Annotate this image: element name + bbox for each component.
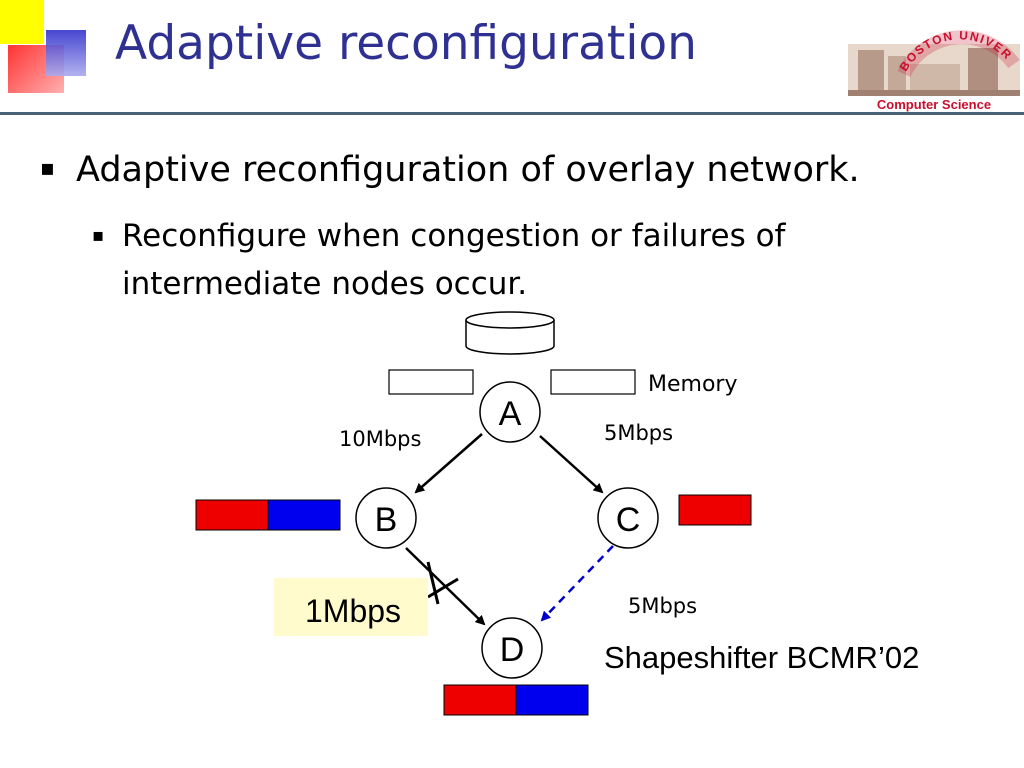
node-b-label: B [375, 501, 398, 539]
data-block-blue [267, 499, 341, 531]
data-block-blue [515, 684, 589, 716]
edge-a-b [414, 433, 483, 494]
edge-label-b-d: 1Mbps [305, 593, 401, 629]
title-divider [0, 112, 1024, 115]
node-b: B [355, 487, 417, 549]
decor-blue-square [46, 30, 86, 76]
data-block-red [443, 684, 517, 716]
slide-title: Adaptive reconfiguration [115, 16, 697, 71]
memory-buffer-right [550, 369, 636, 395]
decor-yellow-square [0, 0, 44, 44]
boston-university-logo: BOSTON UNIVERSITY [848, 4, 1020, 96]
node-a-label: A [499, 395, 522, 433]
node-d-label: D [500, 631, 525, 669]
memory-label: Memory [648, 372, 737, 397]
square-bullet-icon: ▪ [40, 156, 55, 181]
bullet-level-1: ▪ Adaptive reconfiguration of overlay ne… [40, 150, 860, 190]
square-bullet-icon: ▪ [92, 225, 105, 246]
edge-label-a-c: 5Mbps [604, 421, 673, 445]
node-c: C [597, 487, 659, 549]
reference-citation: Shapeshifter BCMR’02 [604, 640, 920, 675]
edge-c-d [540, 545, 614, 622]
memory-buffer-left [388, 369, 474, 395]
bullet-level-2: ▪ Reconfigure when congestion or failure… [92, 212, 892, 308]
edge-a-c [539, 435, 604, 494]
data-block-red [195, 499, 269, 531]
bullet-text: Adaptive reconfiguration of overlay netw… [76, 150, 860, 190]
node-d: D [481, 617, 543, 679]
link-failure-x-icon [426, 561, 459, 605]
edge-label-b-d-highlight [274, 578, 428, 636]
node-c-label: C [616, 501, 641, 539]
database-icon [465, 311, 555, 355]
bullet-text: Reconfigure when congestion or failures … [122, 218, 786, 302]
node-a: A [479, 381, 541, 443]
logo-caption: Computer Science [876, 97, 992, 112]
edge-label-a-b: 10Mbps [339, 427, 421, 451]
edge-label-c-d: 5Mbps [628, 594, 697, 618]
data-block-red [678, 494, 752, 526]
